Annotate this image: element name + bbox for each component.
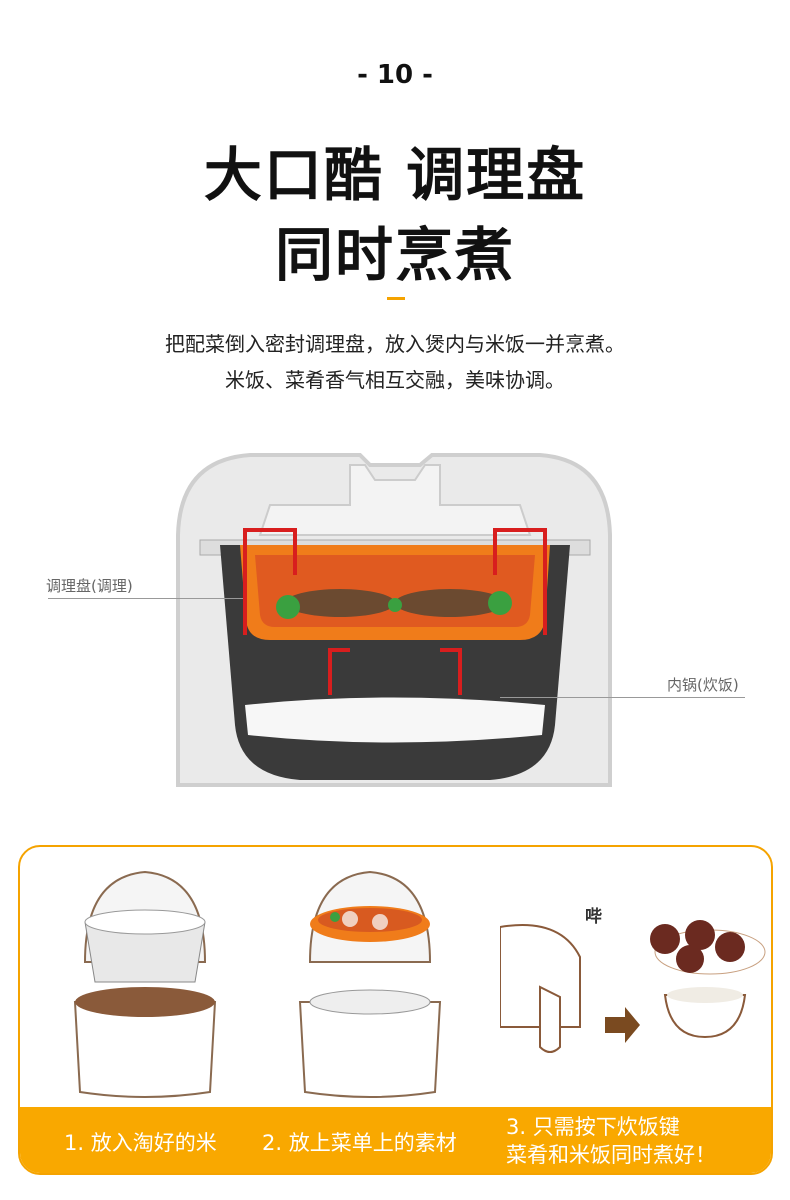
steps-band: 1. 放入淘好的米 2. 放上菜单上的素材 3. 只需按下炊饭键 菜肴和米饭同时… [20,1107,771,1173]
page-title-line2: 同时烹煮 [274,221,515,289]
description-line2: 米饭、菜肴香气相互交融，美味协调。 [225,368,565,392]
step3-text: 3. 只需按下炊饭键 菜肴和米饭同时煮好！ [506,1113,716,1169]
page-title-line1: 大口酷 调理盘 [203,141,587,209]
leader-line-pot [500,697,745,698]
arrow-right-icon [605,1007,640,1043]
steam-arrows [243,528,547,695]
label-inner-pot: 内锅(炊饭) [667,676,739,694]
leader-line-tray [48,598,243,599]
steps-panel: 哔 1. 放入淘好的米 2. 放上菜单上的素材 3. 只需按下炊饭键 菜肴和米饭… [18,845,773,1175]
step2-text: 2. 放上菜单上的素材 [262,1131,457,1155]
step3-illustration [500,920,766,1053]
rice [245,697,545,743]
beep-text: 哔 [585,907,602,927]
page-number: - 10 - [357,60,433,90]
step3-line2: 菜肴和米饭同时煮好！ [506,1143,716,1167]
label-tray: 调理盘(调理) [46,577,133,595]
step2-illustration [298,870,442,1098]
description-line1: 把配菜倒入密封调理盘，放入煲内与米饭一并烹煮。 [165,332,625,356]
step1-illustration [73,870,217,1098]
finger-icon [539,985,561,1053]
cooker-cross-section-diagram [176,453,612,787]
accent-divider [387,297,405,300]
step3-line1: 3. 只需按下炊饭键 [506,1115,680,1139]
step1-text: 1. 放入淘好的米 [64,1131,217,1155]
